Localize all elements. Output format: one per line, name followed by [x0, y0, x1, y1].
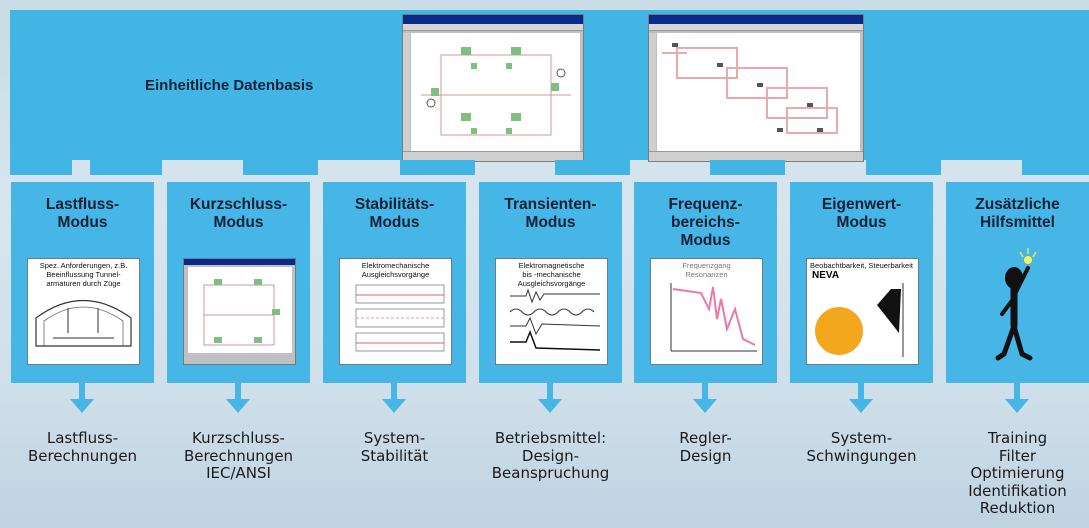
- module-stabilitaet: Stabilitäts- Modus Elektromechanische Au…: [323, 182, 466, 383]
- result-hilfsmittel: Training Filter Optimierung Identifikati…: [968, 429, 1067, 517]
- banner-title: Einheitliche Datenbasis: [145, 77, 314, 94]
- connector: [555, 160, 630, 175]
- network-diagram-2: [662, 43, 838, 134]
- short-circuit-diagram: [188, 267, 292, 353]
- transient-plots: [509, 288, 601, 351]
- frequency-plot: [670, 283, 757, 352]
- short-circuit-thumbnail: [183, 258, 296, 365]
- network-editor-window-2: [648, 14, 864, 162]
- result-transienten: Betriebsmittel: Design- Beanspruchung: [491, 429, 610, 482]
- thumbnail-caption: Spez. Anforderungen, z.B. Beeinflussung …: [39, 261, 128, 288]
- transient-thumbnail: Elektromagnetische bis -mechanische Ausg…: [495, 258, 608, 365]
- module-title: Kurzschluss- Modus: [189, 196, 288, 231]
- eigenvalue-plot: [815, 283, 904, 357]
- module-eigenwert: Eigenwert- Modus Beobachtbarkeit, Steuer…: [790, 182, 933, 383]
- module-title: Lastfluss- Modus: [45, 196, 120, 231]
- stability-thumbnail: Elektromechanische Ausgleichsvorgänge: [339, 258, 452, 365]
- connector: [90, 160, 162, 175]
- module-title: Zusätzliche Hilfsmittel: [975, 196, 1060, 231]
- connector: [243, 160, 318, 175]
- connector: [1022, 160, 1089, 175]
- connector: [400, 160, 475, 175]
- module-title: Frequenz- bereichs- Modus: [668, 196, 743, 249]
- thumbnail-caption: Elektromechanische Ausgleichsvorgänge: [361, 261, 430, 279]
- module-kurzschluss: Kurzschluss- Modus: [167, 182, 310, 383]
- module-title: Eigenwert- Modus: [821, 196, 902, 231]
- connector: [710, 160, 785, 175]
- network-editor-window-1: [402, 14, 584, 162]
- module-title: Stabilitäts- Modus: [354, 196, 435, 231]
- module-title: Transienten- Modus: [504, 196, 597, 231]
- result-lastfluss: Lastfluss- Berechnungen: [27, 429, 138, 465]
- connector: [866, 160, 941, 175]
- result-eigenwert: System- Schwingungen: [806, 429, 917, 465]
- result-stabilitaet: System- Stabilität: [360, 429, 429, 465]
- thumbnail-caption: Elektromagnetische bis -mechanische Ausg…: [517, 261, 586, 288]
- tunnel-drawing: [35, 300, 132, 347]
- module-transienten: Transienten- Modus Elektromagnetische bi…: [479, 182, 622, 383]
- idea-figure-icon: [995, 248, 1037, 361]
- thumbnail-caption: Beobachtbarkeit, Steuerbarkeit: [810, 261, 913, 270]
- tunnel-thumbnail: Spez. Anforderungen, z.B. Beeinflussung …: [27, 258, 140, 365]
- neva-logo: NEVA: [812, 270, 840, 281]
- frequency-thumbnail: Frequenzgang Resonanzen: [650, 258, 763, 365]
- thumbnail-caption: Frequenzgang Resonanzen: [682, 261, 731, 279]
- eigenvalue-thumbnail: Beobachtbarkeit, Steuerbarkeit NEVA: [806, 258, 919, 365]
- module-hilfsmittel: Zusätzliche Hilfsmittel: [946, 182, 1089, 383]
- module-frequenzbereich: Frequenz- bereichs- Modus Frequenzgang R…: [634, 182, 777, 383]
- result-frequenzbereich: Regler- Design: [679, 429, 732, 465]
- module-lastfluss: Lastfluss- Modus Spez. Anforderungen, z.…: [11, 182, 154, 383]
- network-diagram-1: [421, 47, 571, 136]
- result-kurzschluss: Kurzschluss- Berechnungen IEC/ANSI: [183, 429, 294, 482]
- connector: [10, 160, 72, 175]
- stability-plots: [355, 284, 445, 352]
